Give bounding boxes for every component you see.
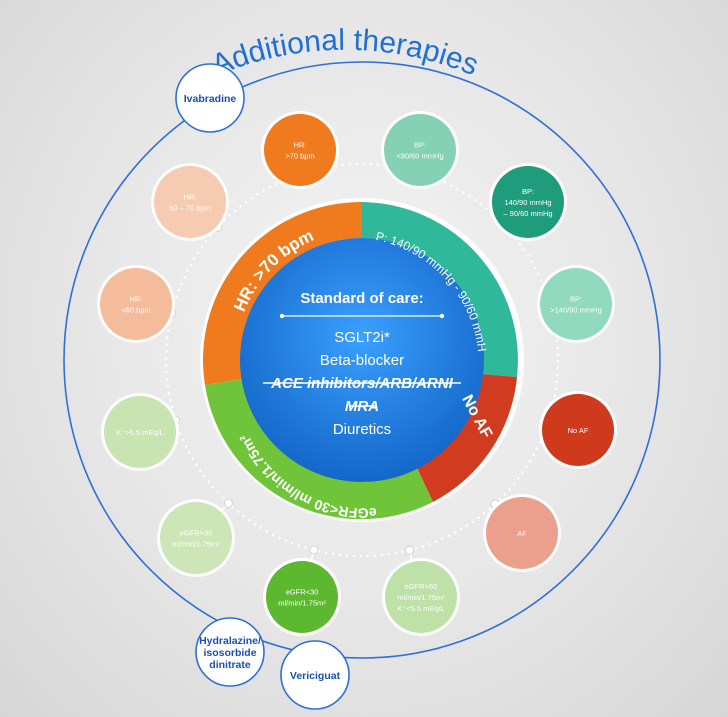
dotted-ring xyxy=(164,162,560,558)
therapy-nodes: IvabradineHydralazine/isosorbidedinitrat… xyxy=(175,63,350,710)
condition-label: ml/min/1.75m² xyxy=(397,593,445,602)
condition-node-k-gt55: K⁺>5.5 mEq/L xyxy=(101,393,179,471)
condition-label: eGFR<30 xyxy=(286,588,319,597)
ring-segment-egfr xyxy=(205,379,433,520)
therapy-label: Ivabradine xyxy=(184,93,237,105)
condition-label: 60 – 70 bpm xyxy=(169,204,211,213)
condition-label: AF xyxy=(517,529,527,538)
condition-label: 140/90 mmHg xyxy=(504,198,551,207)
soc-line: SGLT2i* xyxy=(334,329,390,346)
condition-label: HR: xyxy=(130,295,143,304)
condition-label: eGFR>30 xyxy=(180,529,213,538)
condition-label: ml/min/1.75m² xyxy=(278,599,326,608)
condition-label: – 90/60 mmHg xyxy=(503,209,552,218)
therapy-node-vericiguat: Vericiguat xyxy=(280,640,350,710)
condition-label: >70 bpm xyxy=(285,152,314,161)
condition-node-no-af: No AF xyxy=(539,391,617,469)
therapy-label: dinitrate xyxy=(209,659,251,671)
condition-node-bp-gt140: BP: >140/90 mmHg xyxy=(537,265,615,343)
condition-label: HR: xyxy=(294,141,307,150)
condition-label: >140/90 mmHg xyxy=(550,306,602,315)
center-disc xyxy=(240,238,484,482)
condition-label: <60 bpm xyxy=(121,306,150,315)
condition-label: K⁺<5.5 mEq/L xyxy=(397,604,445,613)
condition-node-bp-range: BP: 140/90 mmHg – 90/60 mmHg xyxy=(489,163,567,241)
condition-node-hr-gt70: HR: >70 bpm xyxy=(261,111,339,189)
connector-dot xyxy=(309,545,319,555)
condition-label: eGFR>60 xyxy=(405,582,438,591)
therapy-outer-ring xyxy=(63,61,661,659)
ring-segment-hr xyxy=(203,201,362,385)
condition-label: <90/60 mmHg xyxy=(396,152,443,161)
ring-segment-af xyxy=(417,374,517,502)
condition-label: BP: xyxy=(414,141,426,150)
therapy-label: Hydralazine/ xyxy=(199,635,261,647)
condition-label: No AF xyxy=(568,426,589,435)
condition-node-egfr-gt60: eGFR>60 ml/min/1.75m² K⁺<5.5 mEq/L xyxy=(382,558,460,636)
condition-label: BP: xyxy=(570,295,582,304)
condition-node-hr-lt60: HR: <60 bpm xyxy=(97,265,175,343)
standard-of-care: Standard of care: SGLT2i*Beta-blockerACE… xyxy=(263,290,461,438)
connector-dot xyxy=(404,545,414,555)
condition-node-egfr-lt30: eGFR<30 ml/min/1.75m² xyxy=(263,558,341,636)
ring-segment-bp xyxy=(362,202,518,377)
therapy-label: isosorbide xyxy=(203,647,256,659)
soc-line: Diuretics xyxy=(333,421,391,438)
central-ring xyxy=(200,198,524,522)
therapy-label: Vericiguat xyxy=(290,670,341,682)
condition-label: ml/min/1.75m² xyxy=(172,540,220,549)
connector-dot xyxy=(223,498,233,508)
condition-node-bp-lt90: BP: <90/60 mmHg xyxy=(381,111,459,189)
therapy-node-ivabradine: Ivabradine xyxy=(175,63,245,133)
condition-node-egfr-30: eGFR>30 ml/min/1.75m² xyxy=(157,499,235,577)
condition-node-hr-60-70: HR: 60 – 70 bpm xyxy=(151,163,229,241)
soc-line: Beta-blocker xyxy=(320,352,404,369)
condition-node-af: AF xyxy=(483,494,561,572)
condition-label: BP: xyxy=(522,187,534,196)
condition-label: HR: xyxy=(184,193,197,202)
soc-heading: Standard of care: xyxy=(300,290,423,307)
condition-label: K⁺>5.5 mEq/L xyxy=(116,428,164,437)
